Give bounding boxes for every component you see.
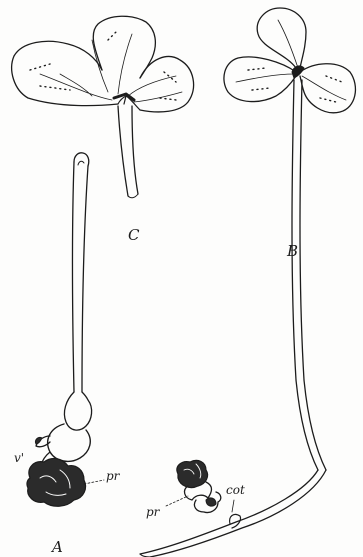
part-label-pr-a: pr <box>106 470 119 482</box>
seedling-a <box>27 153 104 506</box>
panel-label-b: B <box>287 244 298 259</box>
part-label-pr-b: pr <box>146 506 159 518</box>
seedling-b <box>140 8 355 557</box>
leaf-c <box>12 16 194 198</box>
panel-label-c: C <box>128 228 139 243</box>
panel-label-a: A <box>52 540 63 555</box>
part-label-v: v' <box>14 452 24 464</box>
part-label-cot: cot <box>226 484 245 496</box>
